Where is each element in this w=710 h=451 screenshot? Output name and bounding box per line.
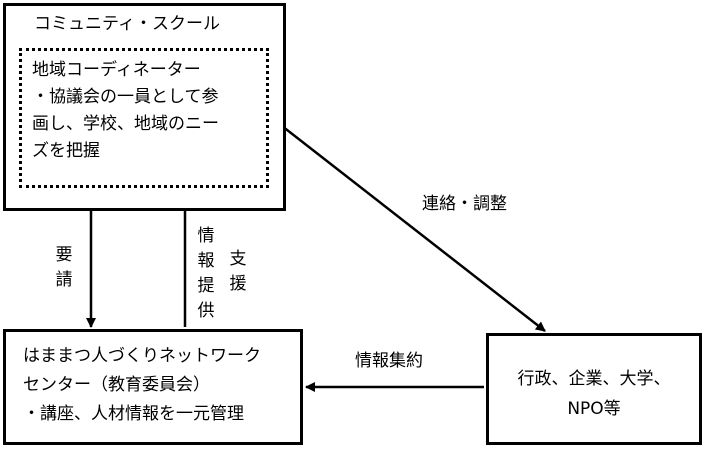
center-line: はままつ人づくりネットワーク: [23, 346, 261, 366]
liaison-label: 連絡・調整: [422, 194, 507, 214]
info-provide-char: 報: [197, 251, 215, 271]
info-provide-char: 提: [197, 276, 215, 296]
partners-box: 行政、企業、大学、 NPO等: [486, 333, 702, 445]
coordinator-line: 地域コーディネーター: [32, 60, 201, 80]
support-char: 支: [229, 249, 247, 269]
community-school-title: コミュニティ・スクール: [34, 14, 220, 34]
info-collect-label: 情報集約: [355, 351, 423, 371]
info-provide-label: 情 報 提 供: [196, 224, 216, 324]
center-line: ・講座、人材情報を一元管理: [23, 404, 244, 424]
request-char: 請: [55, 270, 73, 290]
center-line: センター（教育委員会）: [23, 375, 210, 395]
partners-line: 行政、企業、大学、: [517, 369, 671, 389]
coordinator-line: ・協議会の一員として参: [32, 87, 219, 107]
coordinator-line: 画し、学校、地域のニー: [32, 114, 219, 134]
request-char: 要: [55, 245, 73, 265]
support-char: 援: [229, 274, 247, 294]
request-label: 要 請: [54, 243, 74, 293]
partners-line: NPO等: [567, 399, 621, 419]
network-center-box: はままつ人づくりネットワーク センター（教育委員会） ・講座、人材情報を一元管理: [3, 329, 303, 445]
support-label: 支 援: [228, 247, 248, 297]
liaison-arrow: [272, 118, 546, 332]
coordinator-line: ズを把握: [32, 141, 100, 161]
community-school-box: コミュニティ・スクール 地域コーディネーター ・協議会の一員として参 画し、学校…: [3, 3, 286, 211]
info-provide-char: 情: [197, 226, 215, 246]
info-provide-char: 供: [197, 301, 215, 321]
coordinator-box: 地域コーディネーター ・協議会の一員として参 画し、学校、地域のニー ズを把握: [19, 48, 269, 188]
